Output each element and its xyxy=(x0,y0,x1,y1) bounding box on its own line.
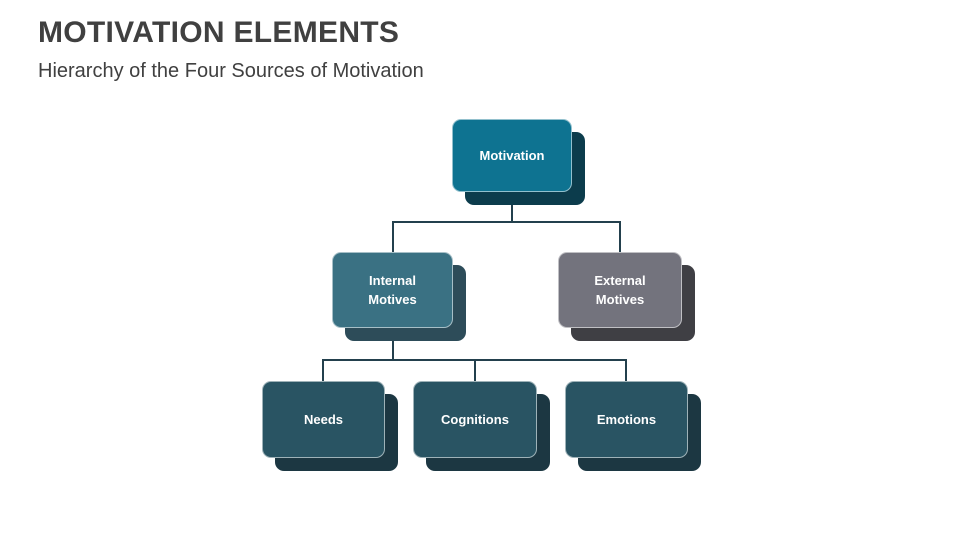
node-motivation-label: Motivation xyxy=(479,148,545,163)
slide-title: MOTIVATION ELEMENTS xyxy=(38,16,400,49)
node-internal-motives-face: Internal Motives xyxy=(332,252,453,328)
node-needs-face: Needs xyxy=(262,381,385,458)
slide-subtitle: Hierarchy of the Four Sources of Motivat… xyxy=(38,60,424,82)
connector-drop-needs xyxy=(322,359,324,382)
node-cognitions: Cognitions xyxy=(413,381,550,471)
connector-drop-internal-motives xyxy=(392,221,394,252)
connector-root-stem xyxy=(511,192,513,223)
node-emotions: Emotions xyxy=(565,381,701,471)
node-external-motives: External Motives xyxy=(558,252,695,341)
node-internal-motives-label: Internal Motives xyxy=(368,273,417,307)
connector-internal-stem xyxy=(392,328,394,361)
node-needs: Needs xyxy=(262,381,398,471)
node-cognitions-face: Cognitions xyxy=(413,381,537,458)
node-emotions-label: Emotions xyxy=(596,412,657,427)
node-internal-motives: Internal Motives xyxy=(332,252,466,341)
node-needs-label: Needs xyxy=(303,412,344,427)
node-cognitions-label: Cognitions xyxy=(441,412,509,427)
connector-drop-cognitions xyxy=(474,359,476,382)
connector-drop-emotions xyxy=(625,359,627,382)
node-emotions-face: Emotions xyxy=(565,381,688,458)
node-external-motives-face: External Motives xyxy=(558,252,682,328)
connector-drop-external-motives xyxy=(619,221,621,252)
node-motivation: Motivation xyxy=(452,119,585,205)
node-external-motives-label: External Motives xyxy=(594,273,646,307)
connector-level2-horizontal xyxy=(392,221,621,223)
node-motivation-face: Motivation xyxy=(452,119,572,192)
